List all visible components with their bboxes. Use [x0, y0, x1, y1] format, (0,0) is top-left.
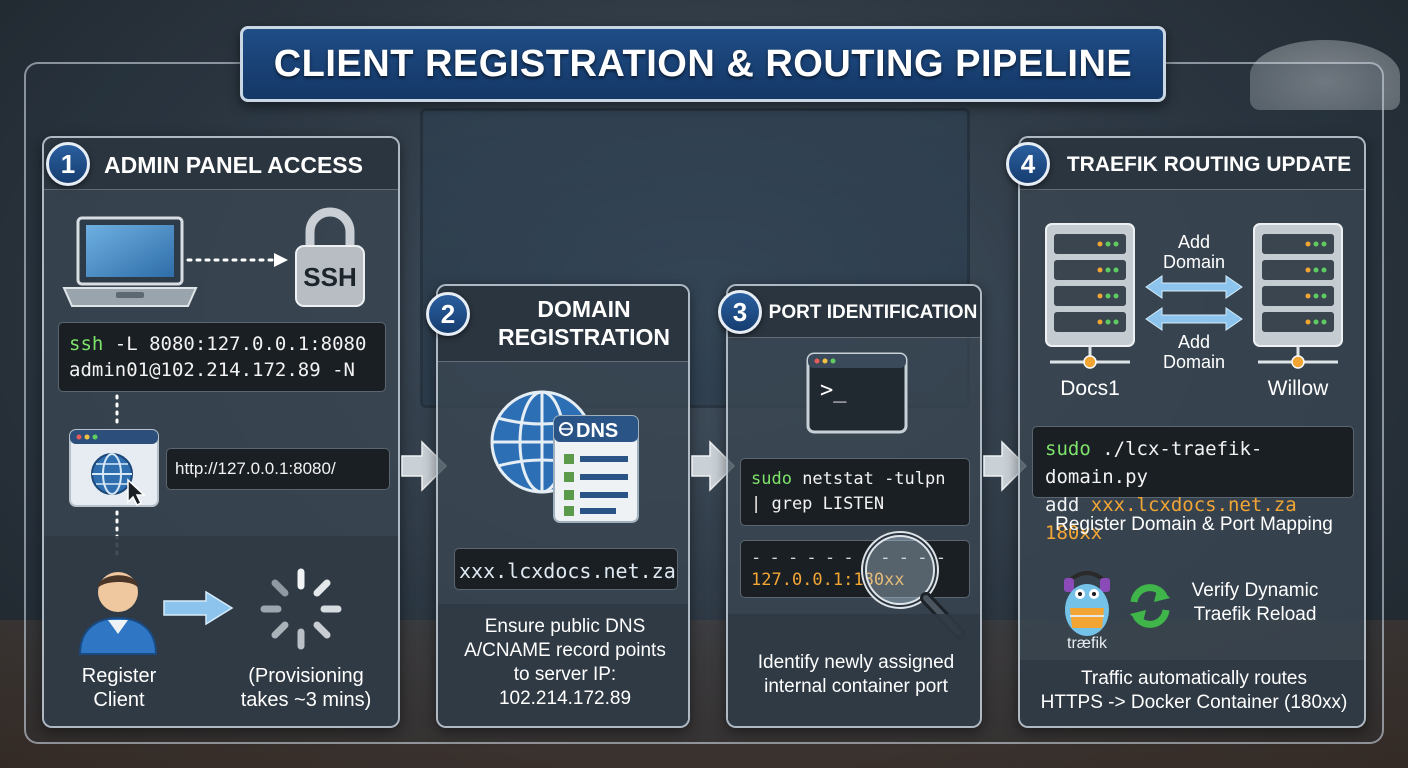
port-result-dashes: - - - - - - - - - - - — [751, 548, 946, 568]
page-title: CLIENT REGISTRATION & ROUTING PIPELINE — [273, 42, 1133, 85]
dns-note-2: A/CNAME record points — [464, 640, 666, 661]
step1-flow-line-lower — [115, 510, 119, 560]
add-domain-bottom-2: Domain — [1162, 352, 1226, 372]
dns-icon-label: DNS — [576, 420, 619, 442]
provisioning-note-2: takes ~3 mins) — [240, 689, 372, 711]
step2-header — [438, 286, 688, 362]
step3-number-badge: 3 — [718, 290, 762, 334]
netstat-command-args: netstat -tulpn — [791, 469, 946, 489]
loading-spinner-icon — [260, 568, 342, 650]
register-client-label-1: Register — [81, 665, 157, 687]
netstat-command-box: sudo netstat -tulpn | grep LISTEN — [740, 458, 970, 526]
server-willow-label: Willow — [1267, 377, 1329, 400]
domain-name-text: xxx.lcxdocs.net.za — [459, 559, 676, 583]
step1-to-step2-arrow — [401, 440, 448, 492]
step4-number-badge: 4 — [1006, 142, 1050, 186]
step1-flow-line-upper — [115, 394, 119, 430]
dns-note-3: to server IP: — [513, 664, 617, 685]
step4-footer — [1020, 660, 1364, 726]
bidirectional-arrow-bottom — [1145, 307, 1243, 331]
dns-note-1: Ensure public DNS — [484, 616, 646, 637]
provisioning-note-1: (Provisioning — [248, 665, 364, 687]
ssh-command-args: -L 8080:127.0.0.1:8080 — [103, 333, 367, 355]
step2-title-2: REGISTRATION — [497, 324, 671, 350]
reload-refresh-icon — [1130, 584, 1170, 628]
browser-globe-icon — [69, 429, 159, 507]
terminal-prompt: >_ — [820, 378, 847, 403]
server-willow-icon — [1253, 223, 1343, 369]
ssh-lock-icon — [295, 207, 365, 307]
verify-reload-note-1: Verify Dynamic — [1191, 580, 1319, 601]
terminal-icon — [806, 352, 908, 434]
domain-name-box: xxx.lcxdocs.net.za — [454, 548, 678, 590]
step3-title: PORT IDENTIFICATION — [768, 302, 978, 323]
netstat-sudo-keyword: sudo — [751, 469, 792, 489]
ssh-command-host: admin01@102.214.172.89 -N — [69, 359, 355, 381]
admin-url-text: http://127.0.0.1:8080/ — [175, 459, 336, 478]
dns-note-4: 102.214.172.89 — [498, 688, 632, 709]
traefik-command-box: sudo ./lcx-traefik-domain.py add xxx.lcx… — [1032, 426, 1354, 544]
port-note-1: Identify newly assigned — [757, 652, 955, 673]
traefik-add-keyword: add — [1045, 494, 1091, 516]
step1-panel: 1 ADMIN PANEL ACCESS SSH ssh -L 8080:127… — [42, 136, 400, 728]
traefik-logo-text: træfik — [1067, 635, 1107, 652]
verify-reload-note-2: Traefik Reload — [1193, 604, 1317, 625]
register-client-label-2: Client — [93, 689, 145, 711]
step2-number-badge: 2 — [426, 292, 470, 336]
step1-title: ADMIN PANEL ACCESS — [104, 152, 363, 178]
ssh-command-box: ssh -L 8080:127.0.0.1:8080 admin01@102.2… — [58, 322, 386, 392]
laptop-icon — [62, 216, 198, 307]
traefik-gopher-logo-icon — [1064, 571, 1110, 636]
step2-panel: 2 DOMAIN REGISTRATION DNS xxx.lcxdocs.ne… — [426, 284, 690, 728]
ssh-lock-label: SSH — [303, 262, 357, 292]
step4-panel: 4 TRAEFIK ROUTING UPDATE Add Domain Add … — [1006, 136, 1366, 728]
step1-number-badge: 1 — [46, 142, 90, 186]
step2-footer — [438, 604, 688, 726]
add-domain-top-2: Domain — [1162, 252, 1226, 272]
step2-to-step3-arrow — [691, 440, 736, 492]
traefik-script-name: ./lcx-traefik-domain.py — [1045, 438, 1263, 488]
server-docs1-icon — [1045, 223, 1135, 369]
port-result-box: - - - - - - - - - - - 127.0.0.1:180xx — [740, 540, 970, 598]
dns-globe-icon — [490, 390, 639, 523]
add-domain-top-1: Add — [1177, 232, 1211, 252]
title-banner: CLIENT REGISTRATION & ROUTING PIPELINE — [240, 26, 1166, 102]
traffic-note-1: Traffic automatically routes — [1081, 668, 1307, 689]
ssh-command-keyword: ssh — [69, 333, 104, 355]
bidirectional-arrow-top — [1145, 275, 1243, 299]
netstat-grep: | grep LISTEN — [751, 494, 885, 514]
step3-header — [728, 286, 980, 338]
step3-to-step4-arrow — [983, 440, 1028, 492]
user-icon — [78, 572, 158, 655]
admin-url-box[interactable]: http://127.0.0.1:8080/ — [166, 448, 390, 490]
add-domain-bottom-1: Add — [1177, 332, 1211, 352]
step3-footer — [728, 614, 980, 726]
step3-panel: 3 PORT IDENTIFICATION >_ sudo netstat -t… — [718, 284, 982, 728]
traefik-command-args: xxx.lcxdocs.net.za 180xx — [1045, 494, 1297, 544]
port-note-2: internal container port — [764, 676, 948, 697]
step4-header — [1020, 138, 1364, 190]
server-docs1-label: Docs1 — [1060, 377, 1120, 400]
laptop-to-ssh-arrow — [186, 253, 288, 267]
traefik-sudo-keyword: sudo — [1045, 438, 1091, 460]
step4-title: TRAEFIK ROUTING UPDATE — [1066, 153, 1352, 176]
step2-title-1: DOMAIN — [537, 296, 631, 322]
step1-header — [44, 138, 398, 190]
register-mapping-note: Register Domain & Port Mapping — [1055, 514, 1333, 535]
traffic-note-2: HTTPS -> Docker Container (180xx) — [1040, 692, 1348, 713]
register-to-provision-arrow — [163, 590, 234, 626]
